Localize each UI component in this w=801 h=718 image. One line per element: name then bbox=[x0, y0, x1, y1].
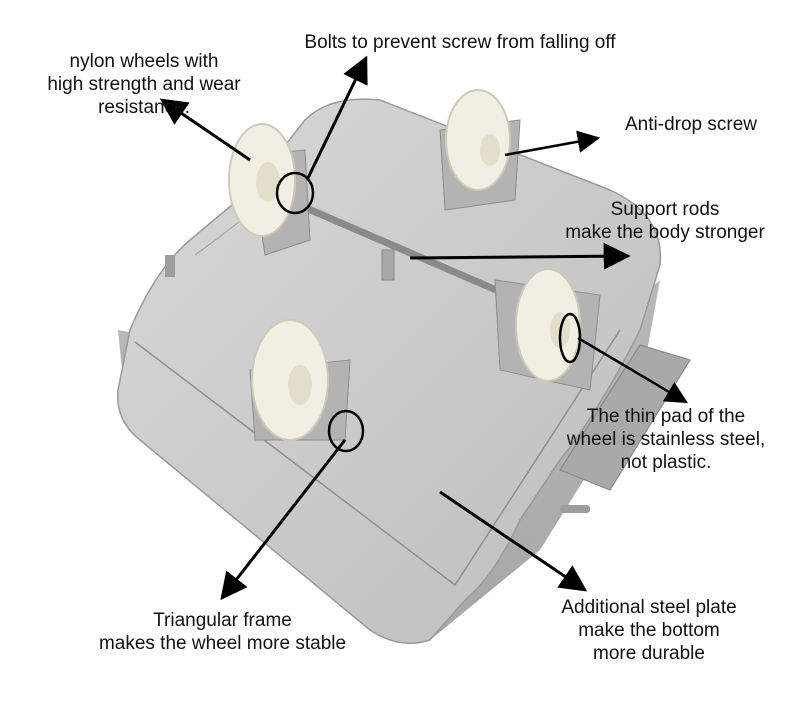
nylon-wheel-top-right bbox=[439, 89, 521, 211]
label-support-rods: Support rods make the body stronger bbox=[565, 199, 765, 243]
frame-highlight-circle bbox=[327, 409, 365, 453]
label-bolts: Bolts to prevent screw from falling off bbox=[304, 32, 616, 53]
rod-bracket bbox=[381, 249, 395, 281]
bottom-steel-plate bbox=[559, 344, 691, 491]
arrow-support-rods bbox=[409, 242, 631, 270]
wheel-hub bbox=[480, 134, 500, 166]
label-nylon-wheels: nylon wheels with high strength and wear… bbox=[47, 51, 241, 118]
wheel-hub bbox=[256, 162, 280, 202]
arrow-thin-pad bbox=[577, 336, 688, 404]
side-bar-2 bbox=[560, 505, 590, 513]
arrow-bolts bbox=[306, 55, 368, 179]
label-triangular-frame: Triangular frame makes the wheel more st… bbox=[98, 610, 347, 654]
label-anti-drop: Anti-drop screw bbox=[625, 114, 757, 135]
steel-box bbox=[116, 98, 691, 645]
arrow-steel-plate bbox=[439, 490, 588, 592]
arrow-nylon-wheels bbox=[159, 98, 251, 162]
label-steel-plate: Additional steel plate make the bottom m… bbox=[561, 597, 737, 664]
wheel-body bbox=[515, 268, 581, 382]
label-thin-pad: The thin pad of the wheel is stainless s… bbox=[566, 406, 766, 473]
box-lid-seam bbox=[134, 329, 621, 587]
bolt-highlight-circle bbox=[275, 171, 315, 215]
wheel-body bbox=[445, 89, 511, 191]
nylon-wheel-right bbox=[494, 268, 601, 391]
arrow-anti-drop bbox=[504, 130, 601, 157]
side-bar bbox=[165, 255, 175, 277]
wheel-hub bbox=[288, 365, 312, 405]
arrow-triangular-frame bbox=[220, 439, 347, 601]
